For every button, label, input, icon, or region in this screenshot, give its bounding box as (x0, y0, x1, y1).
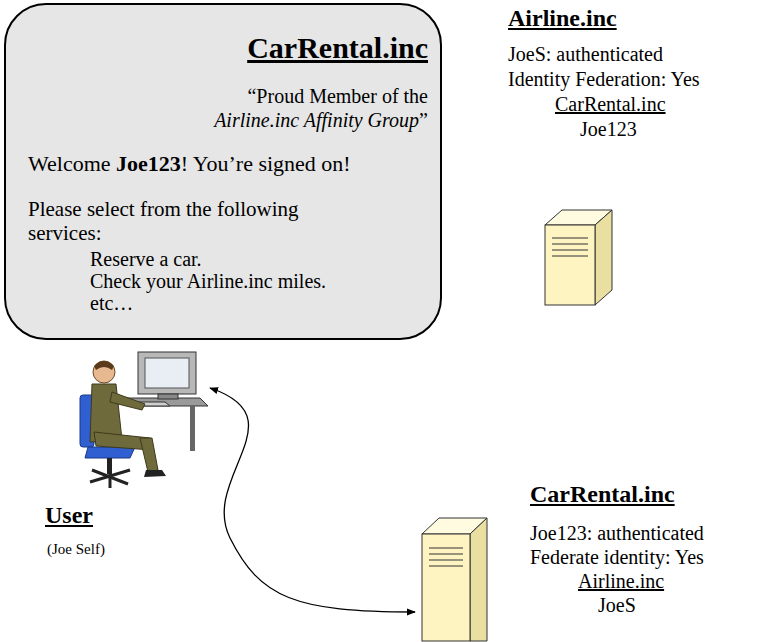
text-line: JoeS: authenticated (508, 43, 663, 66)
text-line: WelcomeJoe123! You’re signed on! (28, 151, 351, 177)
text-line: CarRental.inc (530, 481, 675, 508)
text-line: Federate identity: Yes (530, 546, 704, 569)
text-line: Please select from the following service… (28, 197, 358, 245)
connector-arrow (210, 388, 415, 612)
menu-item: etc… (90, 292, 133, 314)
text-line: Identity Federation: Yes (508, 68, 700, 91)
user-name: Joe123 (116, 151, 181, 176)
user-figure (80, 352, 208, 488)
user-node: User (Joe Self) (40, 360, 210, 565)
text-line: Airline.inc (578, 570, 664, 593)
slogan-text: ” (419, 109, 428, 131)
menu-item: Reserve a car. (90, 248, 202, 270)
text-line: CarRental.inc (247, 31, 428, 65)
slogan-text: Airline.inc Affinity Group (214, 109, 419, 131)
screen-panel: CarRental.inc “Proud Member of theAirline… (4, 3, 442, 340)
welcome-text: Welcome (28, 151, 111, 176)
welcome-text: ! You’re signed on! (181, 151, 351, 176)
server-title: CarRental.inc (530, 481, 675, 507)
account-name: JoeS (598, 594, 636, 616)
instruction-text: Please select from the following service… (28, 197, 299, 245)
status-text: JoeS: authenticated (508, 43, 663, 65)
status-text: Federate identity: Yes (530, 546, 704, 568)
text-line: Joe123 (580, 118, 637, 141)
text-line: JoeS (598, 594, 636, 617)
user-title: User (45, 502, 93, 528)
server-icon (545, 210, 612, 305)
text-line: Airline.inc Affinity Group” (214, 109, 428, 132)
panel-title: CarRental.inc (247, 31, 428, 64)
account-name: Joe123 (580, 118, 637, 140)
server-title: Airline.inc (508, 5, 617, 31)
status-text: Joe123: authenticated (530, 522, 704, 544)
server-node: Airline.incJoeS: authenticatedIdentity F… (500, 3, 735, 308)
server-node: CarRental.incJoe123: authenticatedFedera… (415, 478, 755, 640)
text-line: “Proud Member of the (247, 85, 428, 108)
text-line: Airline.inc (508, 5, 617, 32)
slogan-text: “Proud Member of the (247, 85, 428, 107)
text-line: CarRental.inc (555, 93, 666, 116)
menu-item: Check your Airline.inc miles. (90, 270, 326, 292)
text-line: (Joe Self) (47, 540, 105, 558)
partner-name: Airline.inc (578, 570, 664, 592)
server-icon (422, 518, 487, 641)
text-line: Reserve a car. (90, 248, 202, 271)
text-line: User (45, 502, 93, 529)
text-line: etc… (90, 292, 133, 315)
text-line: Joe123: authenticated (530, 522, 704, 545)
partner-name: CarRental.inc (555, 93, 666, 115)
text-line: Check your Airline.inc miles. (90, 270, 326, 293)
user-subtitle: (Joe Self) (47, 541, 105, 557)
status-text: Identity Federation: Yes (508, 68, 700, 90)
